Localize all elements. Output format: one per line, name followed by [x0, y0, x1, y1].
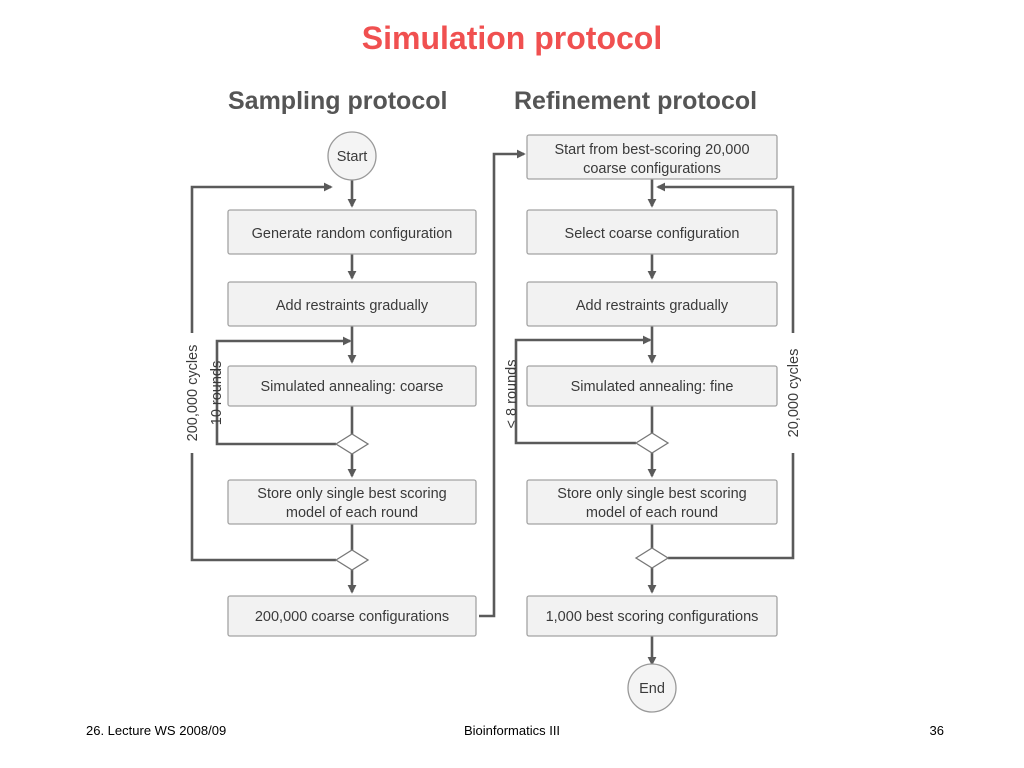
outer-loop-upper — [656, 182, 795, 333]
start-best-scoring-box — [526, 134, 778, 180]
decision-diamond-rounds — [334, 433, 370, 455]
outer-loop-label: 20,000 cycles — [786, 349, 802, 438]
footer-course: Bioinformatics III — [463, 723, 561, 738]
slide-title: Simulation protocol — [361, 20, 663, 56]
store-best-model-line1: Store only single best scoring — [557, 486, 746, 502]
add-restraints-box — [227, 281, 477, 327]
refinement-protocol-header: Refinement protocol — [514, 87, 757, 115]
outer-loop-label: 200,000 cycles — [185, 345, 201, 442]
select-coarse-configuration-box — [526, 209, 778, 255]
add-restraints-label: Add restraints gradually — [576, 298, 729, 314]
end-label: End — [639, 681, 665, 697]
simulated-annealing-coarse-box — [227, 365, 477, 407]
best-scoring-configurations-box — [526, 595, 778, 637]
end-node — [627, 663, 677, 713]
store-best-model-box — [526, 479, 778, 525]
add-restraints-box — [526, 281, 778, 327]
select-coarse-configuration-label: Select coarse configuration — [565, 226, 740, 242]
outer-loop-lower — [668, 453, 795, 560]
coarse-configurations-label: 200,000 coarse configurations — [255, 609, 449, 625]
simulated-annealing-fine-box — [526, 365, 778, 407]
generate-random-configuration-box — [227, 209, 477, 255]
flowchart-canvas: Sampling protocol Refinement protocol — [185, 87, 802, 713]
outer-loop-lower — [190, 453, 336, 562]
arrow-sampling-to-refinement — [479, 149, 526, 618]
sampling-nodes: Start Generate random configuration Add … — [185, 131, 477, 637]
footer-lecture: 26. Lecture WS 2008/09 — [86, 723, 227, 738]
refinement-connectors — [514, 179, 795, 666]
outer-loop-upper — [190, 182, 333, 333]
start-label: Start — [337, 149, 368, 165]
start-best-scoring-line1: Start from best-scoring 20,000 — [554, 142, 749, 158]
refinement-nodes: Start from best-scoring 20,000 coarse co… — [504, 134, 802, 713]
simulated-annealing-fine-label: Simulated annealing: fine — [571, 379, 734, 395]
inner-loop-10-rounds — [215, 336, 352, 446]
sampling-protocol-header: Sampling protocol — [228, 87, 447, 115]
add-restraints-label: Add restraints gradually — [276, 298, 429, 314]
simulated-annealing-coarse-label: Simulated annealing: coarse — [261, 379, 444, 395]
inner-loop-label: < 8 rounds — [504, 360, 520, 429]
sampling-connectors — [190, 149, 526, 618]
store-best-model-line2: model of each round — [286, 505, 418, 521]
store-best-model-line1: Store only single best scoring — [257, 486, 446, 502]
generate-random-configuration-label: Generate random configuration — [252, 226, 453, 242]
decision-diamond-cycles — [334, 549, 370, 571]
store-best-model-line2: model of each round — [586, 505, 718, 521]
decision-diamond-rounds — [634, 432, 670, 454]
start-node — [327, 131, 377, 181]
best-scoring-configurations-label: 1,000 best scoring configurations — [546, 609, 759, 625]
start-best-scoring-line2: coarse configurations — [583, 161, 721, 177]
inner-loop-label: 10 rounds — [209, 361, 225, 426]
simulation-protocol-diagram: Sampling protocol Refinement protocol — [150, 80, 900, 720]
store-best-model-box — [227, 479, 477, 525]
inner-loop-8-rounds — [514, 335, 652, 445]
decision-diamond-cycles — [634, 547, 670, 569]
footer-page-number: 36 — [929, 723, 944, 738]
coarse-configurations-box — [227, 595, 477, 637]
